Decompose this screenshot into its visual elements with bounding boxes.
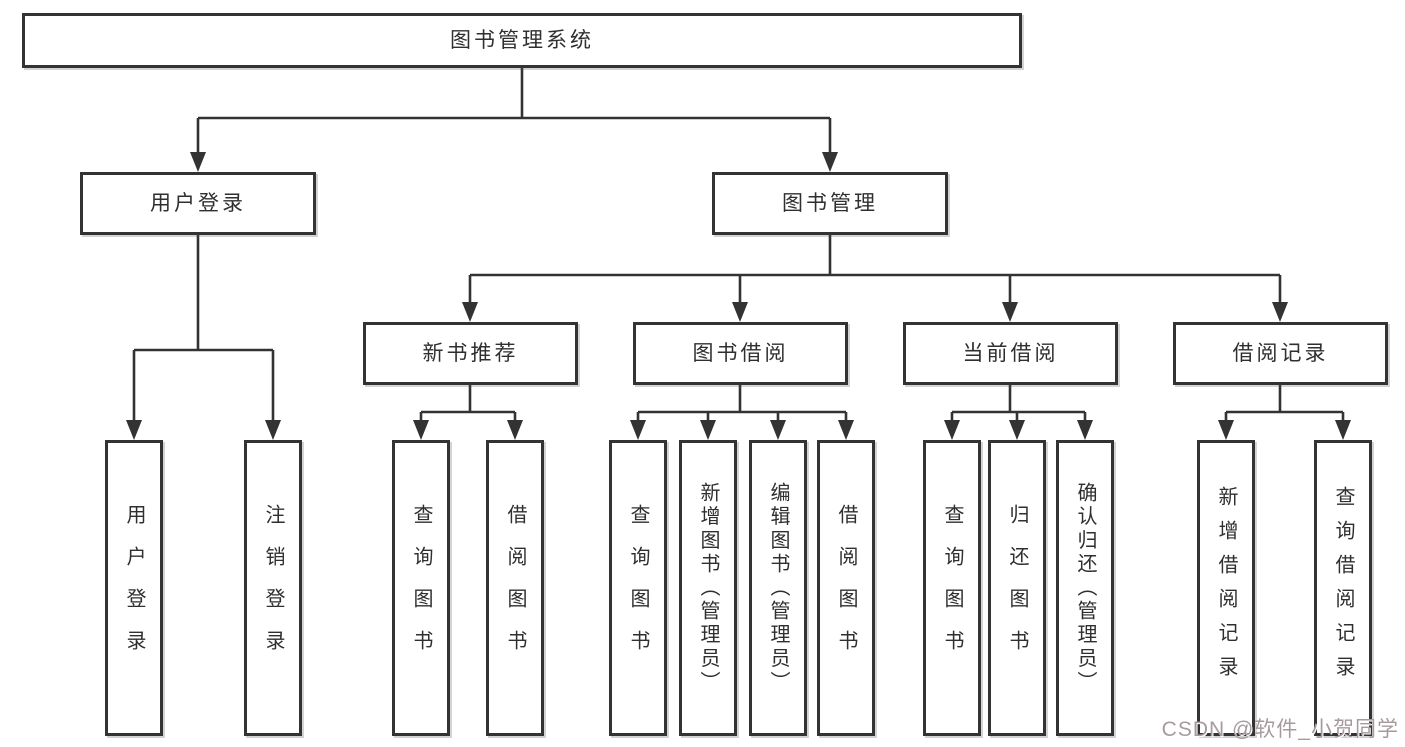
node-borrowing-records-label: 借阅记录 [1232,342,1329,365]
node-root: 图书管理系统 [22,13,1022,68]
node-leaf-query-books-3: 查询图书 [923,440,981,736]
leaf-label: 新增借阅记录 [1215,486,1237,690]
node-current-borrowing-label: 当前借阅 [962,342,1059,365]
leaf-label: 用户登录 [123,504,145,672]
leaf-label: 编辑图书（管理员） [767,481,789,695]
node-leaf-edit-books-admin: 编辑图书（管理员） [749,440,807,736]
csdn-watermark: CSDN @软件_小贺同学 [1161,718,1399,741]
node-book-management: 图书管理 [712,172,948,235]
leaf-label: 注销登录 [262,504,284,672]
node-borrowing-records: 借阅记录 [1173,322,1388,385]
node-current-borrowing: 当前借阅 [903,322,1118,385]
leaf-label: 查询图书 [627,504,649,672]
leaf-label: 新增图书（管理员） [697,481,719,695]
node-user-login-label: 用户登录 [150,192,246,215]
node-new-book-recommendation-label: 新书推荐 [422,342,519,365]
node-leaf-query-books-1: 查询图书 [392,440,450,736]
node-root-label: 图书管理系统 [450,29,594,52]
node-leaf-user-login: 用户登录 [105,440,163,736]
node-book-borrowing-label: 图书借阅 [692,342,789,365]
node-leaf-borrow-books-1: 借阅图书 [486,440,544,736]
node-leaf-query-books-2: 查询图书 [609,440,667,736]
node-leaf-return-books: 归还图书 [988,440,1046,736]
node-user-login: 用户登录 [80,172,316,235]
leaf-label: 查询图书 [410,504,432,672]
node-book-borrowing: 图书借阅 [633,322,848,385]
leaf-label: 借阅图书 [504,504,526,672]
leaf-label: 确认归还（管理员） [1074,481,1096,695]
node-book-management-label: 图书管理 [782,192,878,215]
node-new-book-recommendation: 新书推荐 [363,322,578,385]
leaf-label: 查询图书 [941,504,963,672]
node-leaf-query-borrow-record: 查询借阅记录 [1314,440,1372,736]
leaf-label: 查询借阅记录 [1332,486,1354,690]
node-leaf-borrow-books-2: 借阅图书 [817,440,875,736]
node-leaf-add-borrow-record: 新增借阅记录 [1197,440,1255,736]
node-leaf-confirm-return-admin: 确认归还（管理员） [1056,440,1114,736]
leaf-label: 借阅图书 [835,504,857,672]
node-leaf-add-books-admin: 新增图书（管理员） [679,440,737,736]
leaf-label: 归还图书 [1006,504,1028,672]
node-leaf-logout: 注销登录 [244,440,302,736]
